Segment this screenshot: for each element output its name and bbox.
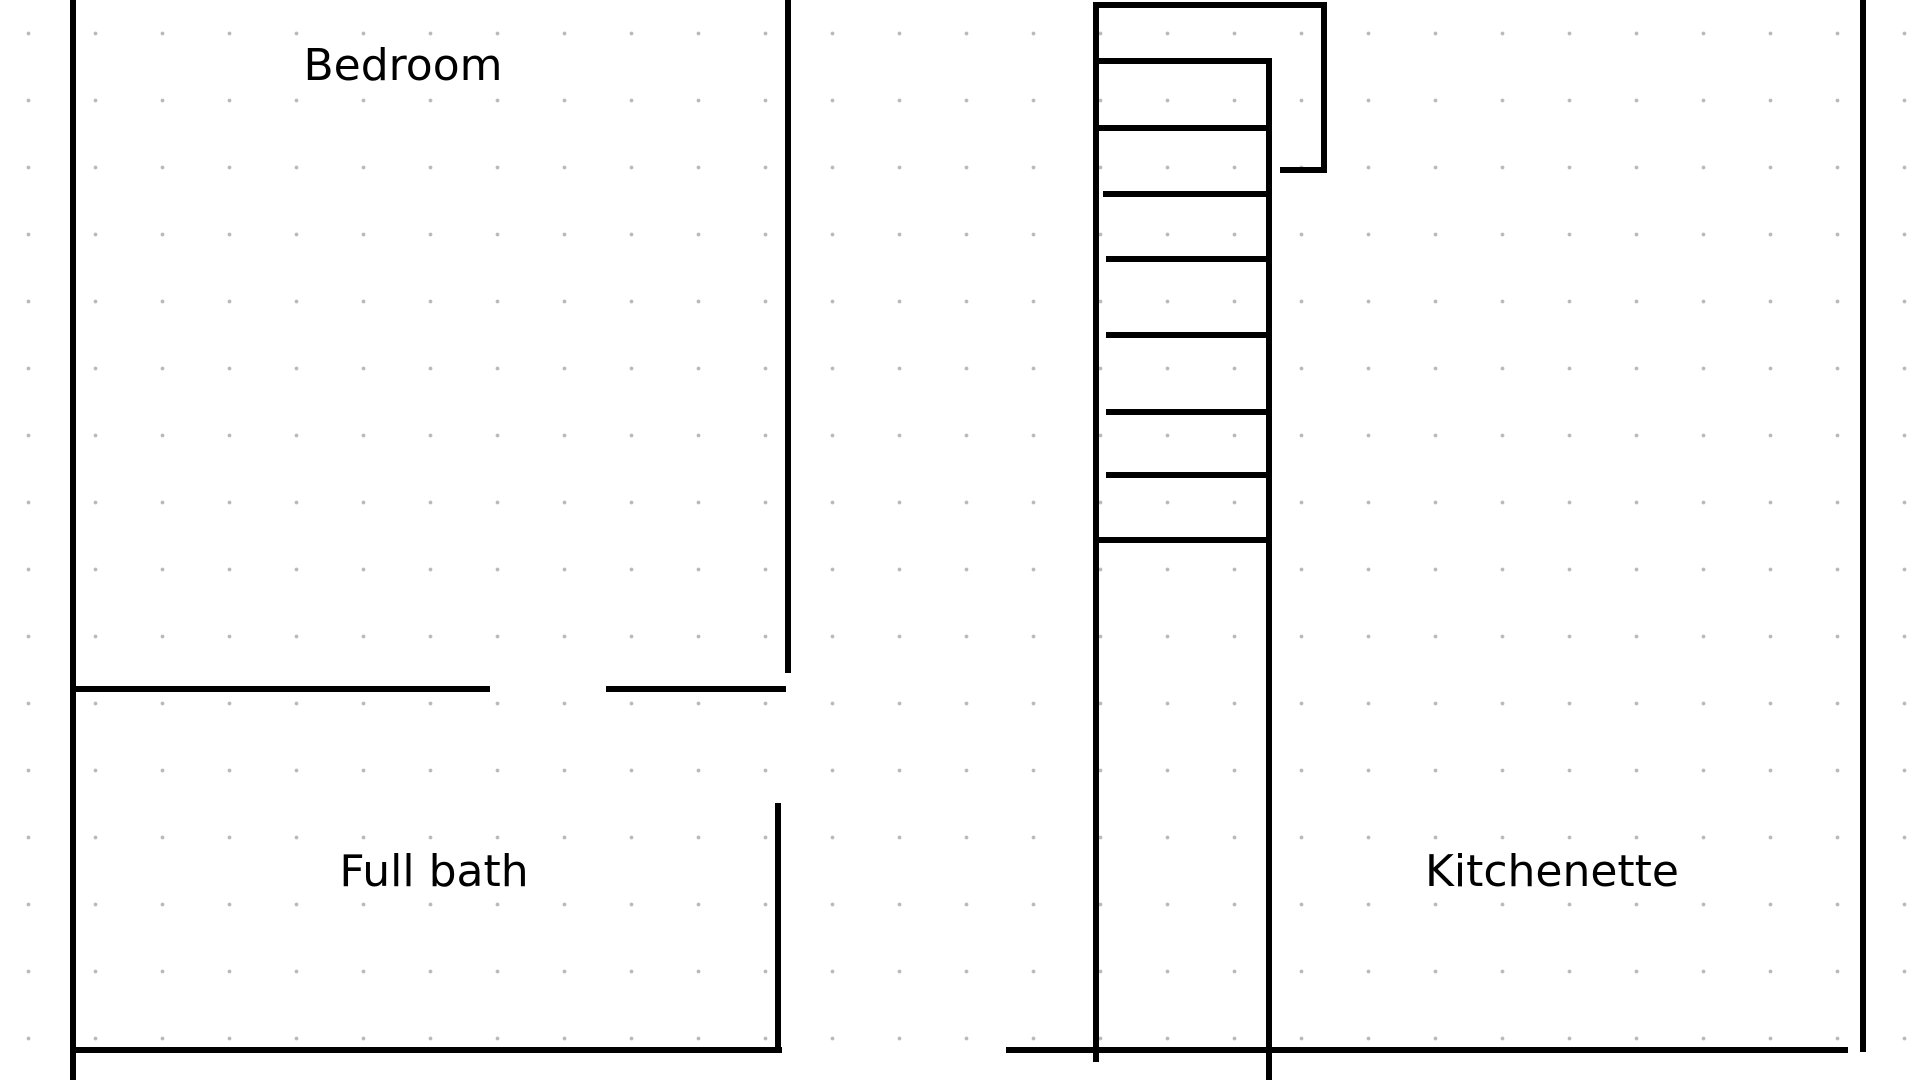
stair-landing <box>1093 2 1327 173</box>
room-label-kitchenette: Kitchenette <box>1425 846 1679 897</box>
room-label-full-bath: Full bath <box>339 846 528 897</box>
stair-treads <box>1096 58 1272 543</box>
room-label-bedroom: Bedroom <box>303 40 502 91</box>
